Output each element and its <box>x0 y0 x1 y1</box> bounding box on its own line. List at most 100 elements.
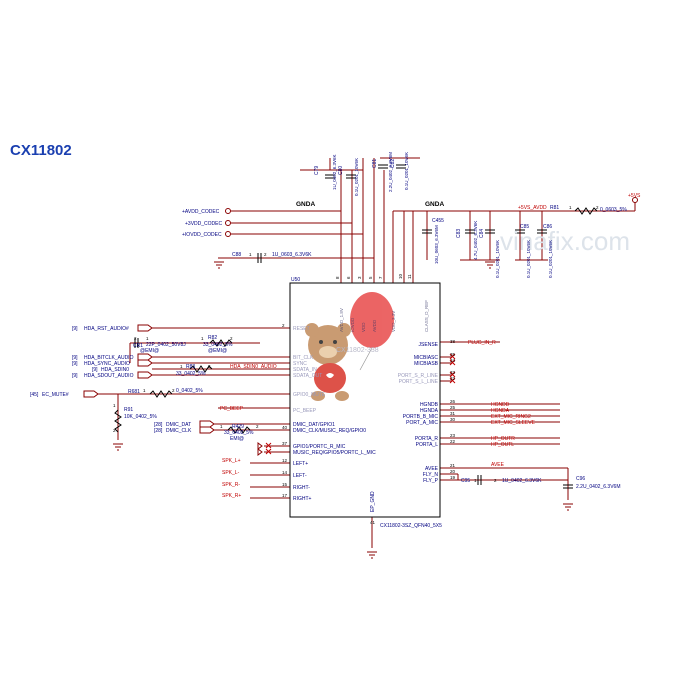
label-components-c82-value: 0.1U_0201_10V6K <box>404 152 409 190</box>
label-chip-left_pins-0: RESET <box>293 326 310 332</box>
label-components-c96-ref: C96 <box>576 476 585 482</box>
label-components-r429-pin1: 1 <box>220 424 223 429</box>
mascot-watermark <box>305 292 394 401</box>
label-components-r681-pin2: 2 <box>172 388 175 393</box>
label-chip-right_pins-5: HGNDB <box>420 402 439 408</box>
label-components-c455-value: 10U_0603_6.3V6M <box>434 225 439 264</box>
label-nets-avee: AVEE <box>491 462 505 468</box>
label-sheet_refs-s28a: [28] <box>154 422 163 428</box>
label-components-c84-value: 0.1U_0201_10V6K <box>495 240 500 278</box>
label-components-c81-ref: C81 <box>372 159 378 168</box>
label-chip-right_pins-10: PORTA_L <box>416 442 439 448</box>
label-components-c85-ref: C85 <box>520 224 529 230</box>
label-chip-left_pins-13: RIGHT- <box>293 485 310 491</box>
label-chip-left_pins-3: SDATA_IN <box>293 367 317 373</box>
label-components-c80-ref: C80 <box>338 166 344 175</box>
label-components-c95-pin1: 1 <box>474 478 477 483</box>
label-chip-bottom_pin: EP_GND <box>370 491 376 512</box>
label-components-r82-value: 33_0402_5% <box>203 342 233 348</box>
label-components-r681-ref: R681 <box>128 389 140 395</box>
label-components-r82-pin2: 2 <box>230 336 233 341</box>
label-chip-left_pins-7: DMIC_DAT/GPIO1 <box>293 422 335 428</box>
label-components-c86-ref: C86 <box>543 224 552 230</box>
chip-part: CX11802-3SZ_QFN40_5X5 <box>380 523 442 529</box>
label-components-c95-ref: C95 <box>461 478 470 484</box>
label-nets-dmic_clk: DMIC_CLK <box>166 428 192 434</box>
label-components-r429-ref: R429 <box>232 424 244 430</box>
label-chip-right_pins-13: FLY_P <box>423 478 439 484</box>
label-pin_numbers-top-3: 5 <box>368 276 373 279</box>
label-pin_numbers-left-0: 2 <box>282 323 285 328</box>
label-chip-right_pins-6: HGNDA <box>420 408 439 414</box>
label-nets-hp_outl: HP_OUTL <box>491 442 514 448</box>
label-chip-right_pins-9: PORTA_R <box>415 436 439 442</box>
label-pin_numbers-right-1: 35 <box>450 352 456 357</box>
label-nets-hda_sync: HDA_SYNC_AUDIO <box>84 361 130 367</box>
label-nets-spk_rp: SPK_R+ <box>222 493 241 499</box>
label-pin_numbers-right-5: 26 <box>450 399 456 404</box>
label-components-r81-pin1: 1 <box>569 205 572 210</box>
label-pin_numbers-right-4: 32 <box>450 376 456 381</box>
label-nets-pc_beep: PC_BEEP <box>220 406 244 412</box>
label-chip-right_pins-8: PORT_A_MIC <box>406 420 438 426</box>
label-components-c88-pin1: 1 <box>249 252 252 257</box>
label-pin_numbers-left-3: 12 <box>282 458 288 463</box>
site-watermark: vinafix.com <box>500 226 630 256</box>
label-chip-right_pins-2: MICBIASB <box>414 361 439 367</box>
label-components-c88-pin2: 2 <box>264 252 267 257</box>
label-components-r429-note: EMI@ <box>230 436 244 442</box>
label-components-cr1-pin2: 2 <box>134 336 137 341</box>
label-components-c85-value: 0.1U_0201_10V6K <box>526 240 531 278</box>
label-components-r82-note: @EMI@ <box>208 348 227 354</box>
label-chip-right_pins-0: JSENSE <box>419 342 439 348</box>
label-nets-ext_mic_ring2: EXT_MIC_RING2 <box>491 414 531 420</box>
label-chip-right_pins-3: PORT_S_R_LINE <box>398 373 439 379</box>
label-nets-spk_ln: SPK_L- <box>222 470 240 476</box>
label-components-r83-ref: R83 <box>186 364 195 370</box>
label-components-c455-ref: C455 <box>432 218 444 224</box>
label-pin_numbers-right-7: 31 <box>450 411 456 416</box>
chip-watermark-id: CX11802-338 <box>336 347 379 354</box>
chip-ref: U50 <box>291 277 300 283</box>
label-components-cr1-ref: CR1 <box>133 343 143 349</box>
label-nets-ext_mic_sleeve: EXT_MIC_SLEEVE <box>491 420 536 426</box>
label-components-c86-value: 0.1U_0201_10V6K <box>548 240 553 278</box>
label-components-c88-ref: C88 <box>232 252 241 258</box>
label-nets-hda_sdin0_audio: HDA_SDIN0_AUDIO <box>230 364 277 370</box>
label-pin_numbers-top-6: 11 <box>407 274 412 279</box>
label-nets-v5s_avdd: +5VS_AVDD <box>518 205 547 211</box>
label-components-c95-value: 1U_0402_6.3V6K <box>502 478 542 484</box>
label-nets-gnda_left: GNDA <box>296 201 315 208</box>
label-nets-dmic_dat: DMIC_DAT <box>166 422 191 428</box>
label-nets-v3vdd: +3VDD_CODEC <box>185 221 222 227</box>
label-chip-top_pins-5: CLASS_D_REF <box>424 300 429 332</box>
label-pin_numbers-left-1: 37 <box>282 441 288 446</box>
label-pin_numbers-right-8: 30 <box>450 417 456 422</box>
label-chip-top_pins-3: AVDD <box>372 319 377 332</box>
label-pin_numbers-left-5: 15 <box>282 482 288 487</box>
label-chip-right_pins-12: FLY_N <box>423 472 439 478</box>
label-nets-hda_rst: HDA_RST_AUDIO# <box>84 326 129 332</box>
label-components-c95-pin2: 2 <box>494 478 497 483</box>
label-chip-right_pins-11: AVEE <box>425 466 439 472</box>
label-pin_numbers-top-1: 6 <box>346 276 351 279</box>
label-pin_numbers-right-10: 22 <box>450 439 456 444</box>
label-nets-hda_sdout: HDA_SDOUT_AUDIO <box>84 373 134 379</box>
label-components-r429-pin2: 2 <box>256 424 259 429</box>
label-nets-spk_lp: SPK_L+ <box>222 458 241 464</box>
label-pin_numbers-top-2: 3 <box>357 276 362 279</box>
label-chip-left_pins-11: LEFT+ <box>293 461 308 467</box>
label-sheet_refs-s28b: [28] <box>154 428 163 434</box>
label-components-r82-pin1: 1 <box>201 336 204 341</box>
label-pin_numbers-right-12: 20 <box>450 469 456 474</box>
label-pin_numbers-right-9: 23 <box>450 433 456 438</box>
label-components-c84-ref: C84 <box>479 229 485 238</box>
schematic-title: CX11802 <box>10 142 72 159</box>
label-chip-top_pins-1: IOVDD <box>350 317 355 332</box>
label-pin_numbers-bottom: 41 <box>370 520 376 525</box>
label-nets-hda_bitclk: HDA_BITCLK_AUDIO <box>84 355 134 361</box>
label-chip-left_pins-9: GPIO1/PORTC_R_MIC <box>293 444 346 450</box>
label-components-c82-ref: C82 <box>390 159 396 168</box>
label-nets-hp_outr: HP_OUTR <box>491 436 515 442</box>
